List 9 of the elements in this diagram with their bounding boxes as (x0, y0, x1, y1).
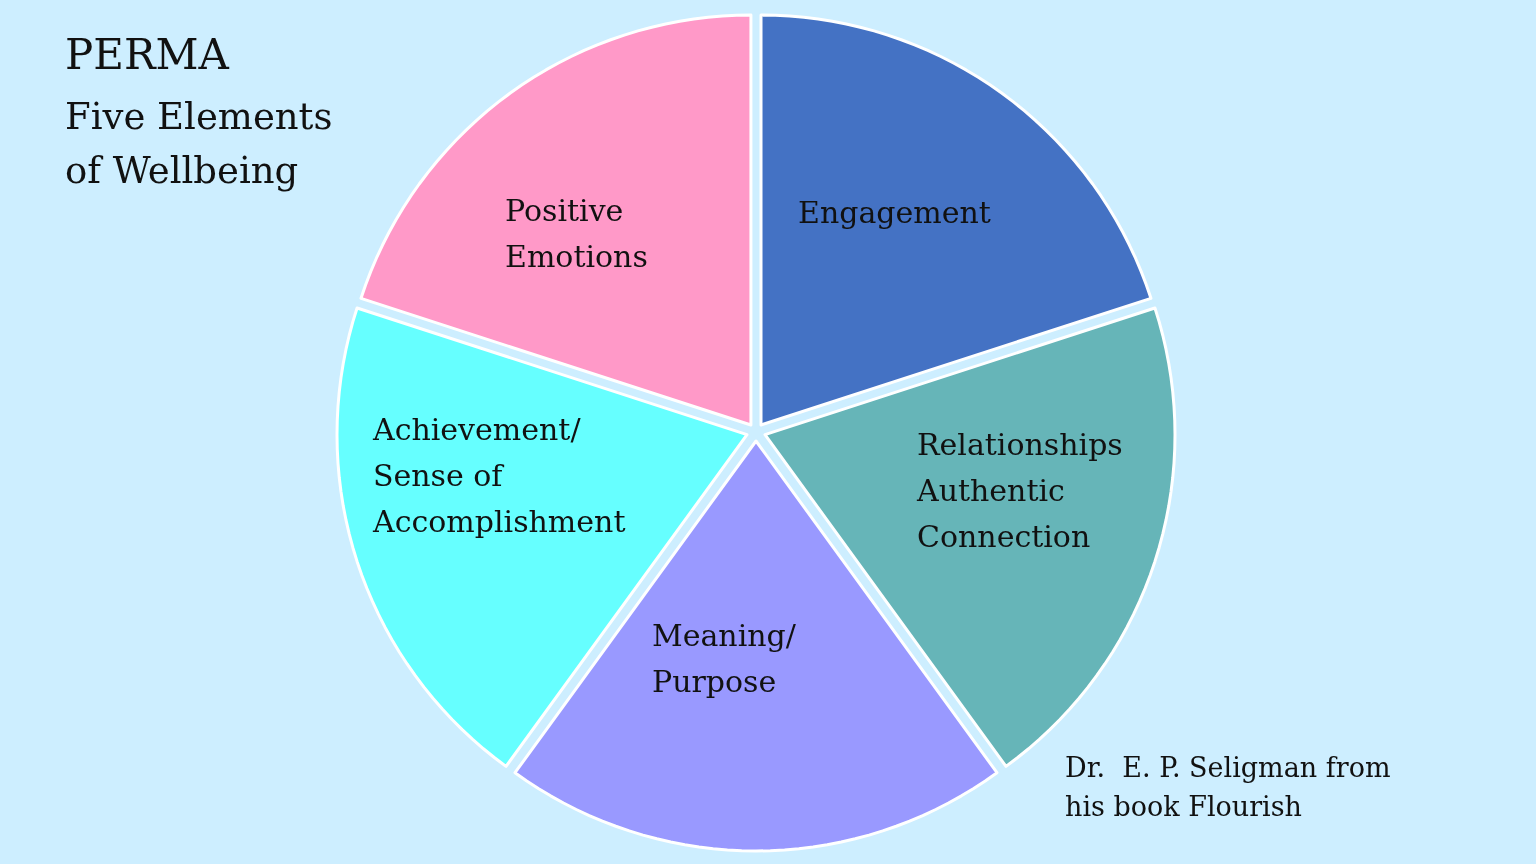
subtitle: Five Elements of Wellbeing (65, 94, 334, 194)
segment-label: Achievement/ Sense of Accomplishment (373, 411, 627, 541)
caption: Dr. E. P. Seligman from his book Flourish (1065, 751, 1392, 824)
title: PERMA (65, 30, 229, 79)
segment-label: Meaning/ Purpose (652, 617, 797, 701)
segment-label: Positive Emotions (505, 192, 649, 276)
segment-label: Relationships Authentic Connection (917, 426, 1124, 556)
segment-label: Engagement (798, 194, 992, 232)
pie-wedge (759, 12, 1154, 427)
